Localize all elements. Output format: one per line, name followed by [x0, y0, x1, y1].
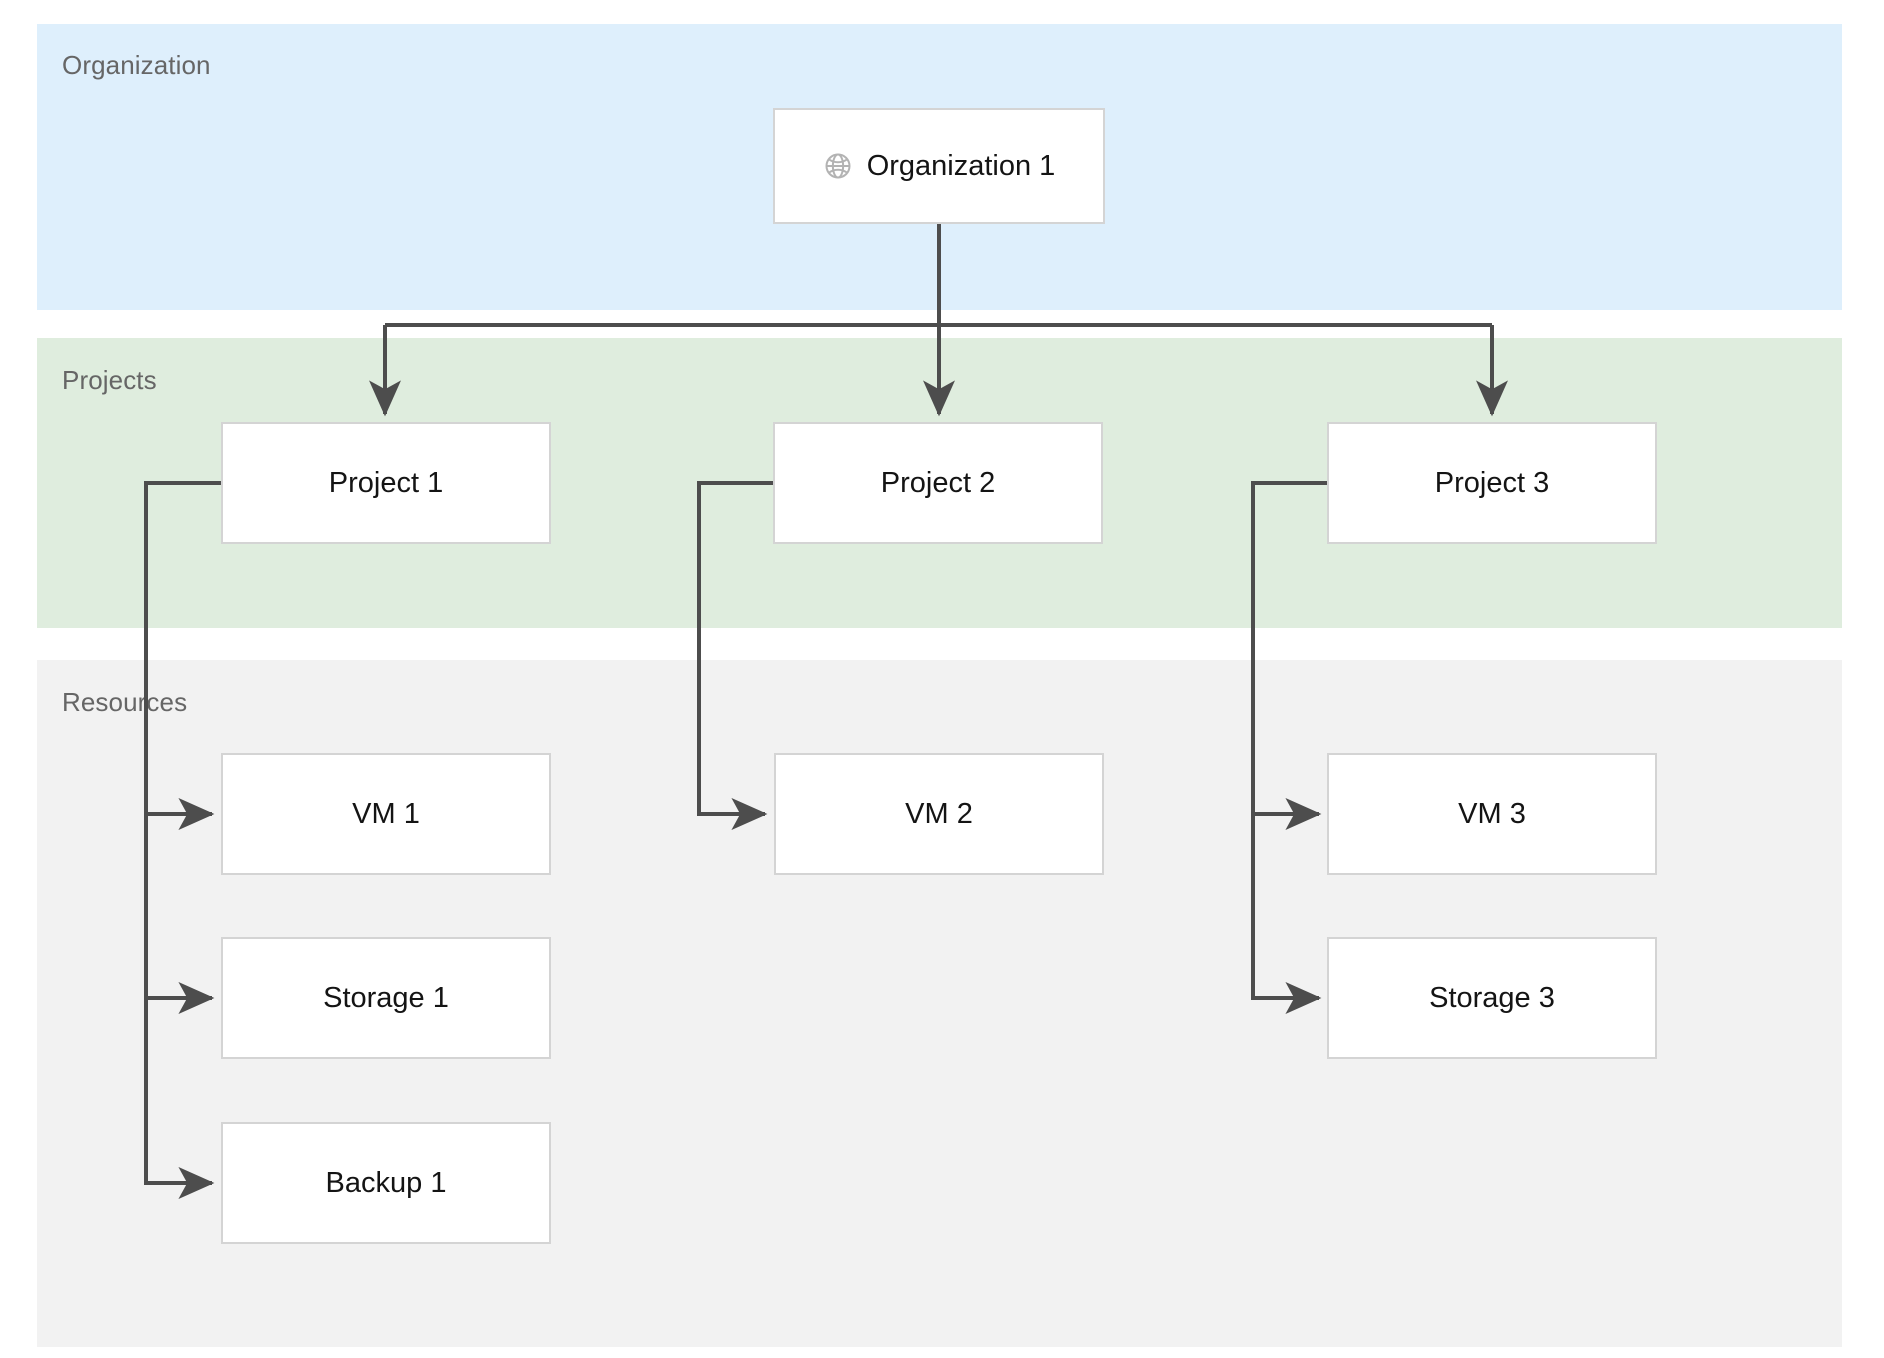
- node-storage-1[interactable]: Storage 1: [221, 937, 551, 1059]
- node-label-organization-1: Organization 1: [866, 149, 1056, 182]
- node-project-1[interactable]: Project 1: [221, 422, 551, 544]
- band-label-resources: Resources: [62, 687, 188, 717]
- node-backup-1[interactable]: Backup 1: [221, 1122, 551, 1244]
- band-label-projects: Projects: [62, 365, 157, 395]
- node-label-project-2: Project 2: [880, 466, 996, 499]
- node-vm-3[interactable]: VM 3: [1327, 753, 1657, 875]
- node-label-vm-3: VM 3: [1458, 797, 1526, 830]
- node-label-vm-1: VM 1: [352, 797, 420, 830]
- node-label-backup-1: Backup 1: [325, 1166, 447, 1199]
- band-label-organization: Organization: [62, 50, 211, 80]
- node-label-project-3: Project 3: [1434, 466, 1550, 499]
- node-label-storage-3: Storage 3: [1429, 981, 1555, 1014]
- node-vm-1[interactable]: VM 1: [221, 753, 551, 875]
- node-label-vm-2: VM 2: [905, 797, 973, 830]
- node-storage-3[interactable]: Storage 3: [1327, 937, 1657, 1059]
- node-organization-1[interactable]: Organization 1: [773, 108, 1105, 224]
- node-label-storage-1: Storage 1: [323, 981, 449, 1014]
- node-project-2[interactable]: Project 2: [773, 422, 1103, 544]
- globe-icon: [823, 151, 853, 181]
- node-project-3[interactable]: Project 3: [1327, 422, 1657, 544]
- node-vm-2[interactable]: VM 2: [774, 753, 1104, 875]
- node-label-project-1: Project 1: [328, 466, 444, 499]
